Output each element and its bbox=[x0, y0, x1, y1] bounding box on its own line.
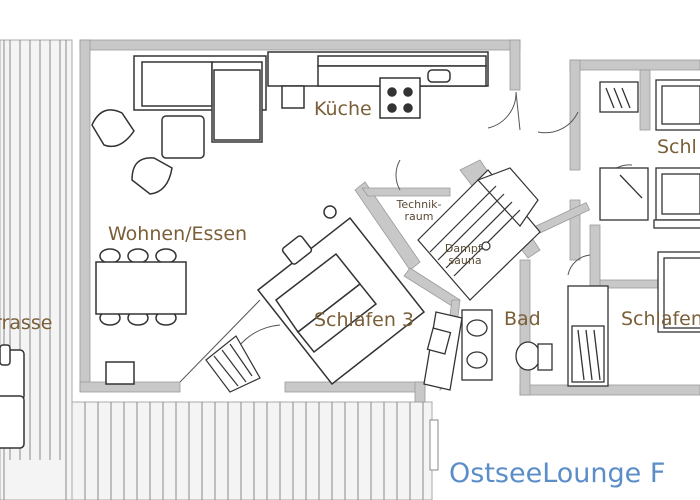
cabinet-hatch bbox=[205, 335, 261, 393]
room-label-technikraum: Technik- raum bbox=[392, 199, 446, 222]
technik-line-1: Technik- bbox=[396, 198, 442, 211]
armchairs bbox=[91, 109, 205, 195]
technik-line-2: raum bbox=[404, 209, 434, 223]
terrace-chairs bbox=[0, 344, 25, 449]
room-label-kueche: Küche bbox=[314, 98, 372, 120]
room-label-bad: Bad bbox=[504, 308, 541, 330]
dampf-line-1: Dampf- bbox=[444, 242, 486, 255]
walls bbox=[79, 39, 700, 403]
room-label-terrasse: rrasse bbox=[0, 312, 53, 334]
dining-table bbox=[95, 248, 187, 385]
room-label-dampfsauna: Dampf- sauna bbox=[440, 243, 490, 266]
room-label-schl-top: Schl bbox=[657, 136, 697, 158]
dampf-line-2: sauna bbox=[448, 253, 482, 267]
sofa bbox=[133, 55, 267, 143]
right-bedroom-furniture bbox=[567, 79, 700, 387]
brand-wordmark: OstseeLounge F bbox=[449, 458, 666, 489]
bathroom-fixtures bbox=[423, 309, 553, 391]
bed-schlafen-3 bbox=[256, 205, 426, 386]
kitchen-counter bbox=[267, 51, 489, 119]
sauna bbox=[417, 167, 541, 301]
room-label-schlafen-right: Schlafen bbox=[621, 308, 700, 330]
room-label-wohnen-essen: Wohnen/Essen bbox=[108, 223, 248, 245]
terrace-deck-bottom bbox=[71, 401, 439, 500]
room-label-schlafen-3: Schlafen 3 bbox=[314, 309, 415, 331]
